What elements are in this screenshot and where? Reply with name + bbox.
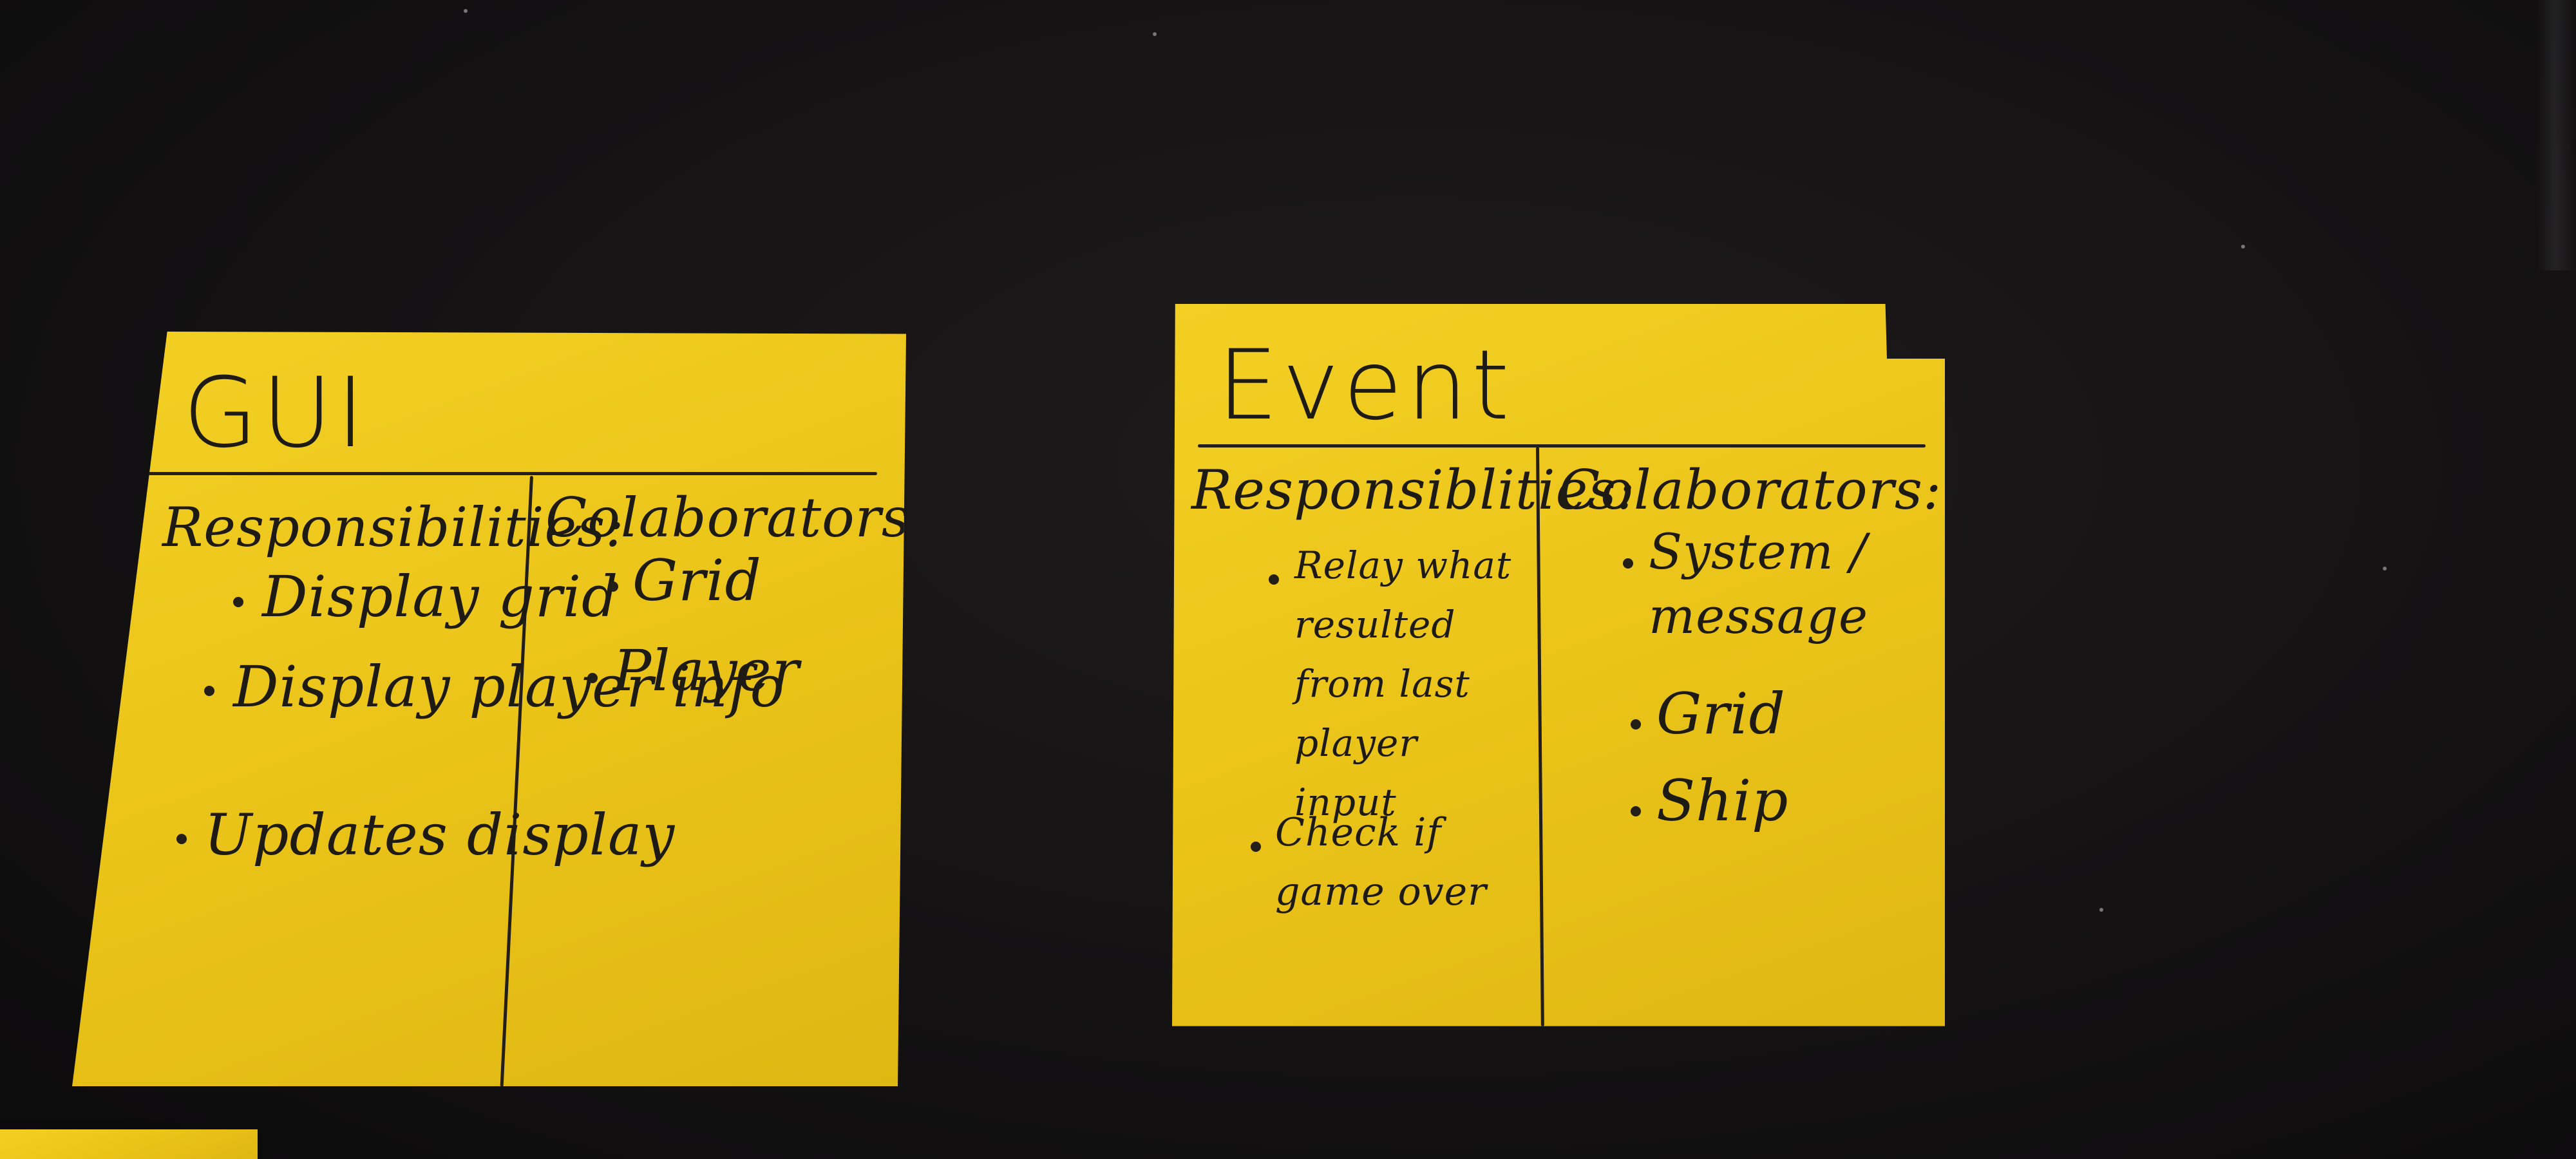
collaborator-item: Grid: [632, 547, 762, 614]
title-divider: [1198, 444, 1926, 448]
collaborator-item: System / message: [1649, 523, 1868, 645]
responsibility-item: Display grid: [262, 563, 619, 630]
sticky-note-partial: [0, 1129, 258, 1159]
sticky-note-gui: GUI Responsibilities: Display grid Displ…: [72, 332, 906, 1086]
dust-speck: [2241, 245, 2245, 249]
responsibilities-heading: Responsiblities:: [1191, 458, 1636, 522]
title-divider: [72, 472, 877, 475]
dust-speck: [464, 9, 468, 13]
bullet-dot: [176, 834, 187, 844]
bullet-dot: [1251, 842, 1261, 852]
bullet-dot: [608, 581, 618, 592]
collaborator-item: Grid: [1656, 681, 1786, 747]
bullet-dot: [233, 597, 243, 607]
dust-speck: [1153, 32, 1157, 36]
table-edge-highlight: [2537, 0, 2576, 270]
responsibility-item: Updates display: [204, 802, 676, 868]
collaborators-heading: Colaborators:: [545, 486, 929, 549]
collaborator-item: Ship: [1656, 768, 1789, 834]
bullet-dot: [1269, 574, 1279, 585]
bullet-dot: [1631, 806, 1641, 816]
collaborator-item: Player: [613, 637, 800, 704]
collaborators-heading: Colaborators:: [1558, 458, 1942, 522]
sticky-note-event: Event Responsiblities: Relay what result…: [1172, 304, 1945, 1026]
column-divider: [1536, 446, 1544, 1026]
dust-speck: [2383, 567, 2387, 570]
note-title: GUI: [183, 357, 369, 469]
bullet-dot: [587, 673, 598, 683]
responsibilities-heading: Responsibilities:: [162, 496, 625, 559]
bullet-dot: [204, 686, 214, 696]
bullet-dot: [1623, 558, 1633, 569]
note-title: Event: [1217, 330, 1513, 442]
dust-speck: [2099, 908, 2103, 912]
responsibility-item: Display player info: [233, 654, 785, 720]
responsibility-item: Relay what resulted from last player inp…: [1294, 543, 1512, 824]
responsibility-item: Check if game over: [1275, 810, 1487, 914]
bullet-dot: [1631, 719, 1641, 730]
